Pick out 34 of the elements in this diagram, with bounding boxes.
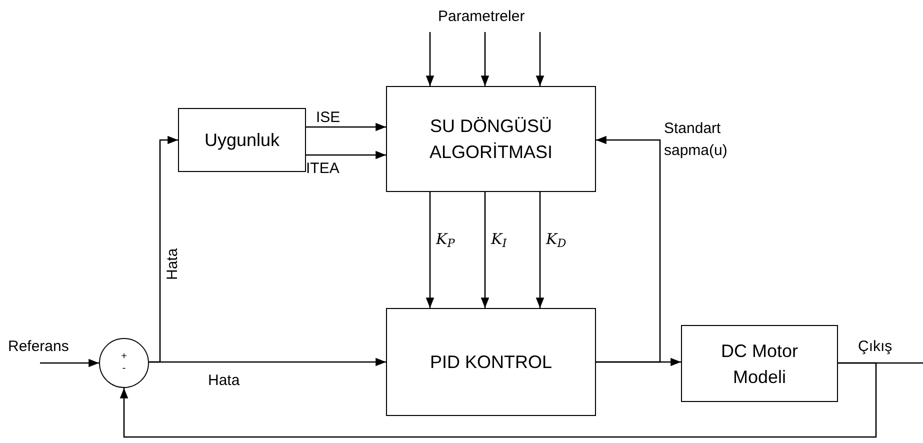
arrow — [40, 358, 99, 368]
edge-label: ITEA — [306, 159, 340, 179]
edge-label: Standart sapma(u) — [664, 119, 728, 161]
block-box — [178, 108, 306, 172]
block-label: DC Motor Modeli — [720, 340, 799, 388]
arrow — [306, 150, 386, 160]
arrow — [480, 192, 490, 308]
arrow — [536, 32, 544, 86]
edge-label: K$_{D}$ — [546, 229, 566, 250]
edge-label: ISE — [316, 108, 340, 128]
edge-label: Hata — [163, 248, 182, 280]
arrow — [596, 136, 661, 363]
sign-text: + — [121, 351, 127, 363]
block-box — [386, 308, 596, 416]
arrow — [536, 192, 544, 308]
edge-label: Hata — [208, 371, 240, 391]
block-label: Uygunluk — [204, 129, 280, 152]
sign-text: - — [122, 363, 126, 375]
arrow — [426, 192, 434, 308]
block-label: SU DÖNGÜSÜ ALGORİTMASI — [428, 115, 554, 164]
block-label: PID KONTROL — [430, 351, 552, 374]
arrow — [306, 122, 386, 132]
input-label: Parametreler — [438, 7, 525, 27]
edge-label: K$_{P}$ — [436, 229, 455, 250]
block-box — [681, 325, 838, 402]
edge-label: Çıkış — [858, 337, 892, 357]
edge-label: Referans — [8, 337, 69, 357]
summing-junction — [99, 338, 149, 388]
edge-label: K$_{I}$ — [491, 229, 507, 250]
arrow — [480, 32, 490, 86]
block-box — [386, 86, 596, 192]
arrow — [149, 136, 178, 363]
arrow — [426, 32, 434, 86]
arrow — [120, 362, 877, 438]
